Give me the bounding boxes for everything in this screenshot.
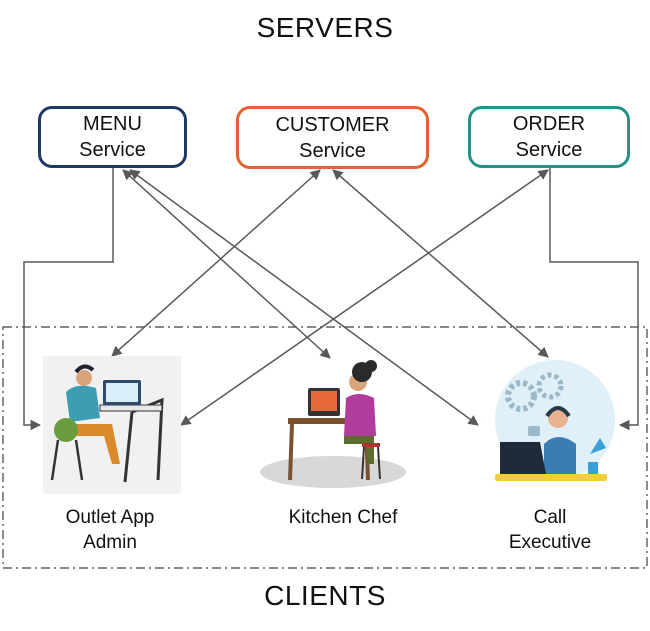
order-service-box: ORDER Service xyxy=(468,106,630,168)
arrow-menu-chef xyxy=(122,169,331,359)
menu-service-title: MENU xyxy=(83,113,142,135)
arrow-menu-exec xyxy=(129,169,479,426)
arrow-customer-exec xyxy=(332,169,549,358)
call-executive-illustration xyxy=(495,360,615,481)
customer-service-title: CUSTOMER xyxy=(275,113,390,136)
menu-service-subtitle: Service xyxy=(79,139,146,161)
client-label-line: Admin xyxy=(83,532,137,553)
outlet-admin-illustration xyxy=(43,356,181,494)
clients-heading: CLIENTS xyxy=(264,580,386,611)
client-label-line: Outlet App xyxy=(65,507,155,528)
kitchen-chef-illustration xyxy=(260,360,406,488)
order-service-subtitle: Service xyxy=(515,139,583,161)
client-label-kitchen-chef: Kitchen Chef xyxy=(268,505,418,530)
client-label-outlet-admin: Outlet App Admin xyxy=(40,505,180,555)
clients-boundary xyxy=(2,326,648,569)
client-label-line: Kitchen Chef xyxy=(288,507,398,528)
order-service-title: ORDER xyxy=(512,113,586,135)
arrow-order-admin xyxy=(180,169,549,426)
customer-service-box: CUSTOMER Service xyxy=(236,106,429,169)
client-label-line: Call xyxy=(533,507,567,528)
servers-heading: SERVERS xyxy=(256,12,394,43)
arrow-order-to-exec xyxy=(549,168,639,431)
customer-service-subtitle: Service xyxy=(299,139,366,162)
menu-service-box: MENU Service xyxy=(38,106,187,168)
client-label-call-executive: Call Executive xyxy=(480,505,620,555)
arrow-customer-admin xyxy=(111,169,321,357)
client-label-line: Executive xyxy=(508,532,592,553)
